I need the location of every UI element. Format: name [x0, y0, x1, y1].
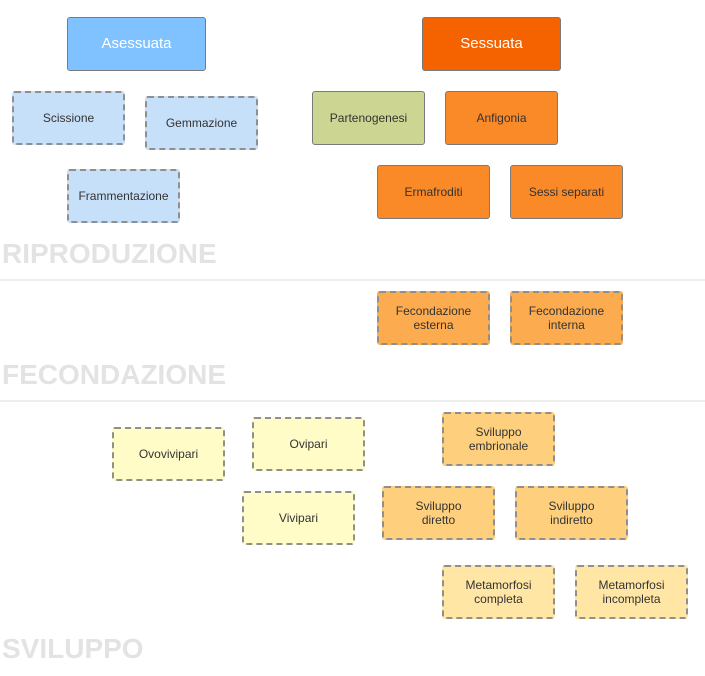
- section-label-riproduzione: RIPRODUZIONE: [2, 238, 217, 269]
- section-label-fecondazione: FECONDAZIONE: [2, 359, 226, 390]
- section-divider: [0, 279, 705, 281]
- ermafroditi-node[interactable]: Ermafroditi: [377, 165, 490, 219]
- metamorfosi-incompleta-node[interactable]: Metamorfosi incompleta: [575, 565, 688, 619]
- sviluppo-diretto-node[interactable]: Sviluppo diretto: [382, 486, 495, 540]
- scissione-node[interactable]: Scissione: [12, 91, 125, 145]
- ovovivipari-node[interactable]: Ovovivipari: [112, 427, 225, 481]
- sviluppo-indiretto-node[interactable]: Sviluppo indiretto: [515, 486, 628, 540]
- vivipari-node[interactable]: Vivipari: [242, 491, 355, 545]
- sessuata-node[interactable]: Sessuata: [422, 17, 561, 71]
- metamorfosi-completa-node[interactable]: Metamorfosi completa: [442, 565, 555, 619]
- ovipari-node[interactable]: Ovipari: [252, 417, 365, 471]
- sviluppo-embrionale-node[interactable]: Sviluppo embrionale: [442, 412, 555, 466]
- gemmazione-node[interactable]: Gemmazione: [145, 96, 258, 150]
- sessi-separati-node[interactable]: Sessi separati: [510, 165, 623, 219]
- section-divider: [0, 400, 705, 402]
- section-label-sviluppo: SVILUPPO: [2, 633, 144, 664]
- partenogenesi-node[interactable]: Partenogenesi: [312, 91, 425, 145]
- frammentazione-node[interactable]: Frammentazione: [67, 169, 180, 223]
- fecondazione-esterna-node[interactable]: Fecondazione esterna: [377, 291, 490, 345]
- fecondazione-interna-node[interactable]: Fecondazione interna: [510, 291, 623, 345]
- anfigonia-node[interactable]: Anfigonia: [445, 91, 558, 145]
- asessuata-node[interactable]: Asessuata: [67, 17, 206, 71]
